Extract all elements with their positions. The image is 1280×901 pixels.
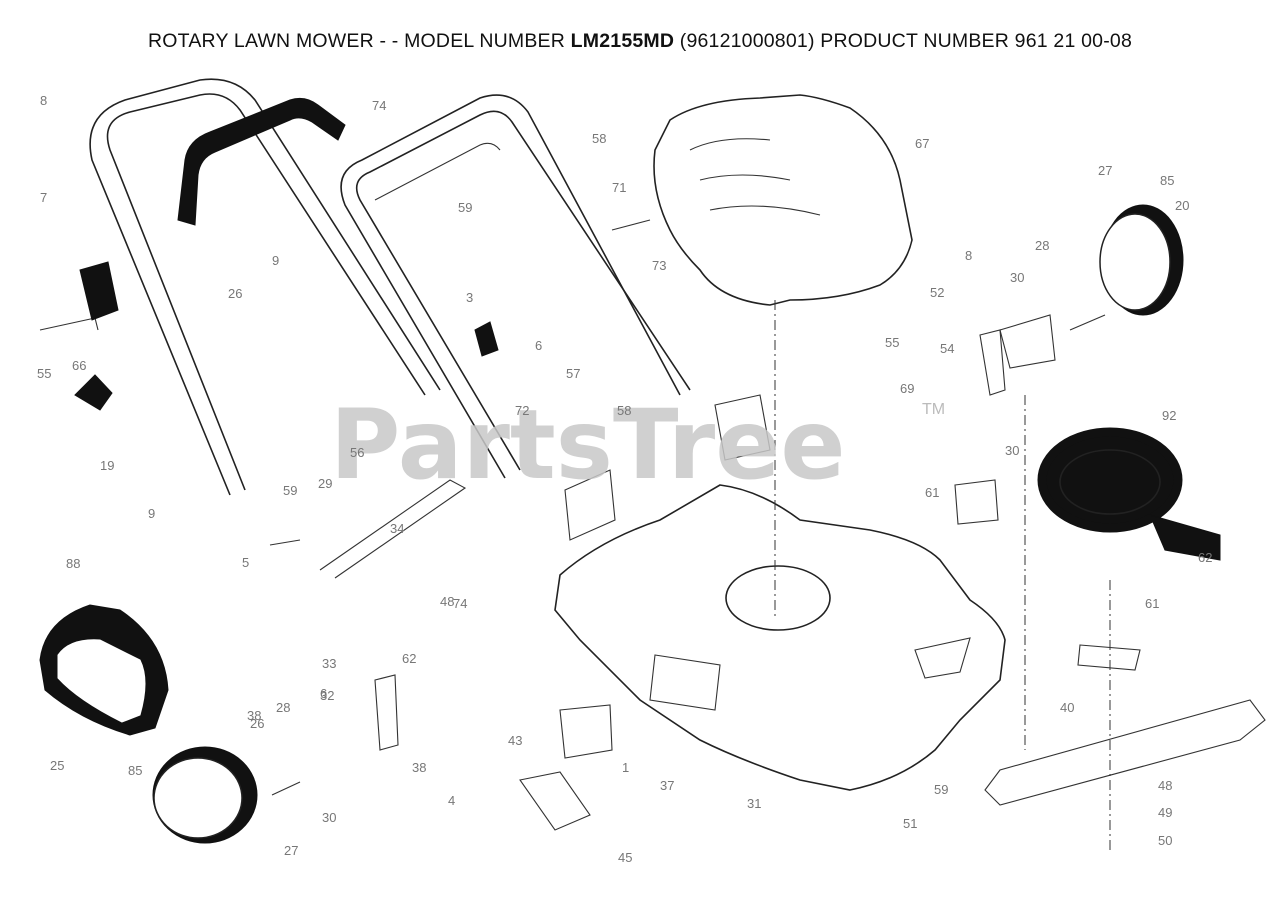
part-label: 67 bbox=[915, 136, 929, 151]
part-label: 71 bbox=[612, 180, 626, 195]
front-cover[interactable] bbox=[39, 604, 169, 736]
title-suffix: (96121000801) PRODUCT NUMBER 961 21 00-0… bbox=[674, 30, 1132, 52]
part-label: 51 bbox=[903, 816, 917, 831]
part-label: 20 bbox=[1175, 198, 1189, 213]
grass-bag-frame[interactable] bbox=[1037, 427, 1221, 561]
part-label: 58 bbox=[592, 131, 606, 146]
part-label: 8 bbox=[965, 248, 972, 263]
part-label: 37 bbox=[660, 778, 674, 793]
part-label: 31 bbox=[747, 796, 761, 811]
part-label: 19 bbox=[100, 458, 114, 473]
part-label: 28 bbox=[276, 700, 290, 715]
part-label: 26 bbox=[250, 716, 264, 731]
rear-wheel[interactable] bbox=[1099, 204, 1184, 316]
part-label: 49 bbox=[1158, 805, 1172, 820]
part-label: 66 bbox=[72, 358, 86, 373]
part-label: 27 bbox=[284, 843, 298, 858]
part-label: 59 bbox=[458, 200, 472, 215]
part-label: 7 bbox=[40, 190, 47, 205]
part-label: 28 bbox=[1035, 238, 1049, 253]
watermark-tm: TM bbox=[922, 401, 945, 418]
part-label: 73 bbox=[652, 258, 666, 273]
part-label: 74 bbox=[453, 596, 467, 611]
part-label: 85 bbox=[128, 763, 142, 778]
part-label: 74 bbox=[372, 98, 386, 113]
part-label: 57 bbox=[566, 366, 580, 381]
part-label: 40 bbox=[1060, 700, 1074, 715]
part-label: 30 bbox=[322, 810, 336, 825]
model-number: LM2155MD bbox=[570, 30, 675, 52]
handle-grip[interactable] bbox=[177, 97, 346, 226]
part-label: 33 bbox=[322, 656, 336, 671]
part-label: 34 bbox=[390, 521, 404, 536]
part-label: 92 bbox=[1162, 408, 1176, 423]
part-label: 9 bbox=[148, 506, 155, 521]
part-label: 32 bbox=[320, 688, 334, 703]
part-label: 29 bbox=[318, 476, 332, 491]
part-label: 62 bbox=[1198, 550, 1212, 565]
diagram-title: ROTARY LAWN MOWER - - MODEL NUMBER LM215… bbox=[0, 30, 1280, 53]
part-label: 45 bbox=[618, 850, 632, 865]
title-prefix: ROTARY LAWN MOWER - - MODEL NUMBER bbox=[148, 30, 571, 52]
part-label: 3 bbox=[466, 290, 473, 305]
part-label: 59 bbox=[283, 483, 297, 498]
part-label: 61 bbox=[925, 485, 939, 500]
part-label: 38 bbox=[412, 760, 426, 775]
part-label: 59 bbox=[934, 782, 948, 797]
front-wheel[interactable] bbox=[152, 746, 258, 844]
part-label: 43 bbox=[508, 733, 522, 748]
hardware-pieces bbox=[39, 219, 1141, 831]
part-label: 30 bbox=[1005, 443, 1019, 458]
part-label: 48 bbox=[1158, 778, 1172, 793]
part-label: 85 bbox=[1160, 173, 1174, 188]
part-label: 61 bbox=[1145, 596, 1159, 611]
engine[interactable] bbox=[653, 94, 913, 306]
part-label: 1 bbox=[622, 760, 629, 775]
part-label: 52 bbox=[930, 285, 944, 300]
part-label: 27 bbox=[1098, 163, 1112, 178]
part-label: 5 bbox=[242, 555, 249, 570]
part-label: 25 bbox=[50, 758, 64, 773]
part-label: 62 bbox=[402, 651, 416, 666]
part-label: 88 bbox=[66, 556, 80, 571]
part-label: 6 bbox=[320, 686, 327, 701]
part-label: 4 bbox=[448, 793, 455, 808]
part-label: 69 bbox=[900, 381, 914, 396]
part-label: 50 bbox=[1158, 833, 1172, 848]
lower-handle[interactable] bbox=[340, 94, 691, 479]
part-label: 58 bbox=[617, 403, 631, 418]
mower-deck[interactable] bbox=[554, 484, 1006, 791]
part-label: 54 bbox=[940, 341, 954, 356]
part-label: 55 bbox=[37, 366, 51, 381]
part-label: 72 bbox=[515, 403, 529, 418]
blade[interactable] bbox=[984, 699, 1266, 806]
part-label: 6 bbox=[535, 338, 542, 353]
part-label: 48 bbox=[440, 594, 454, 609]
part-label: 26 bbox=[228, 286, 242, 301]
part-label: 30 bbox=[1010, 270, 1024, 285]
part-label: 38 bbox=[247, 708, 261, 723]
part-label: 55 bbox=[885, 335, 899, 350]
part-label: 9 bbox=[272, 253, 279, 268]
part-label: 56 bbox=[350, 445, 364, 460]
part-label: 8 bbox=[40, 93, 47, 108]
watermark: PartsTree bbox=[330, 389, 845, 501]
upper-handle[interactable] bbox=[89, 78, 441, 496]
